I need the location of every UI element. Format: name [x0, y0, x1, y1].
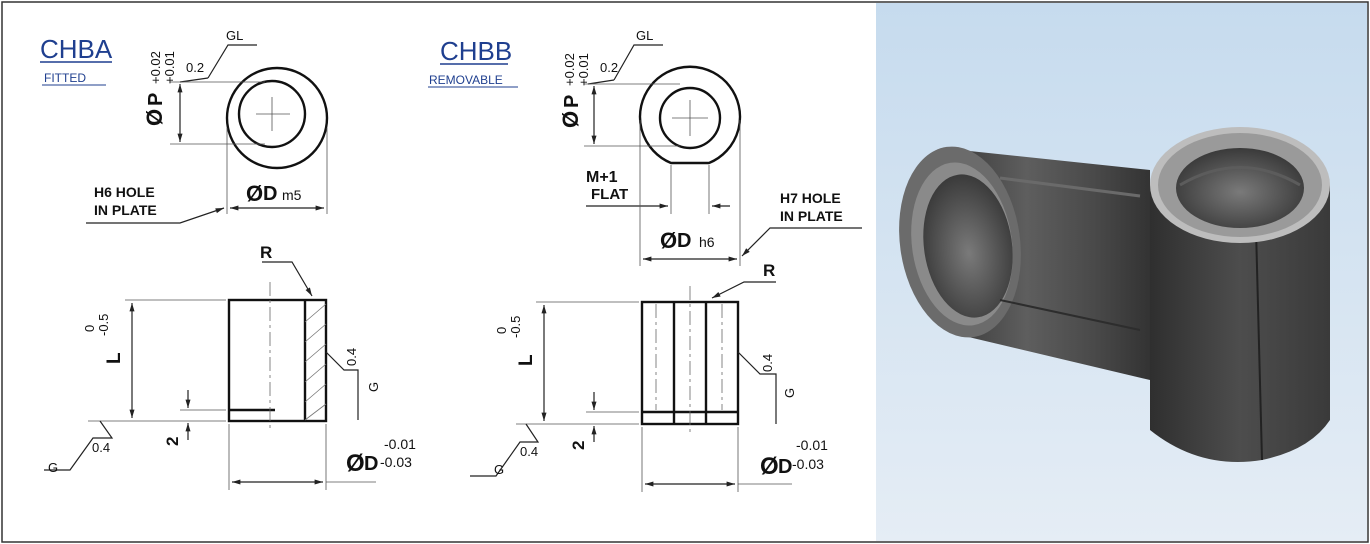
chba-bore-tol-upper: +0.02: [148, 51, 163, 84]
chbb-top-outer-circle: [638, 65, 742, 165]
chbb-finish-end-symbol: [470, 423, 540, 477]
chba-runout-leader-line: [179, 77, 209, 83]
chba-bore-label: P: [145, 93, 167, 106]
chba-side-body: [227, 298, 328, 423]
chbb-od-fit: h6: [699, 234, 715, 250]
chba-finish-side-symbol: [325, 351, 359, 420]
bushing-render-photo: [876, 3, 1367, 541]
chba-block: CHBA FITTED GL 0.2 Ø P +0.02 +0.01 Ø: [40, 28, 416, 490]
chbb-type: REMOVABLE: [429, 73, 503, 87]
chbb-bore-tol-lower: +0.01: [576, 53, 591, 86]
chba-step-label: 2: [163, 437, 182, 446]
chbb-length-label: L: [516, 354, 537, 366]
chbb-bore-symbol: Ø: [558, 111, 583, 128]
chbb-runout-ref: GL: [636, 28, 653, 43]
chbb-finish-end-value: 0.4: [520, 444, 538, 459]
chbb-finish-side-ref: G: [782, 388, 797, 398]
chba-od-label: D: [263, 183, 277, 205]
chba-od-fit: m5: [282, 187, 302, 203]
chba-code: CHBA: [40, 34, 113, 64]
chbb-finish-side-symbol: [737, 351, 777, 424]
chbb-od-bottom-symbol: Ø: [760, 453, 779, 480]
chba-finish-end-symbol: [44, 420, 114, 471]
chbb-od-tol-lower: -0.03: [792, 456, 824, 472]
chbb-length-tol-lower: -0.5: [508, 316, 523, 338]
chbb-finish-side-value: 0.4: [760, 354, 775, 372]
chba-runout-leader: [207, 44, 257, 79]
chba-finish-end-ref: G: [48, 460, 58, 475]
render-bushing-fitted: [899, 146, 1150, 380]
chba-hole-note-leader: [86, 207, 225, 224]
chbb-bore-label: P: [561, 95, 583, 108]
chba-radius-label: R: [260, 243, 272, 262]
render-bushing-removable: [1150, 127, 1330, 462]
chba-hole-note-1: H6 HOLE: [94, 184, 155, 200]
chbb-step-label: 2: [569, 441, 588, 450]
chba-od-tol-lower: -0.03: [380, 454, 412, 470]
chba-od-bottom-label: D: [364, 453, 378, 475]
chbb-length-tol-upper: 0: [494, 327, 509, 334]
chba-finish-side-ref: G: [366, 382, 381, 392]
chba-length-tol-upper: 0: [82, 325, 97, 332]
chba-bore-tol-lower: +0.01: [162, 51, 177, 84]
chba-type: FITTED: [44, 71, 86, 85]
chbb-radius-label: R: [763, 261, 775, 280]
chba-top-bore-circle: [237, 79, 307, 149]
chbb-finish-end-ref: G: [494, 462, 504, 477]
chbb-od-symbol: Ø: [660, 228, 677, 253]
chbb-od-tol-upper: -0.01: [796, 437, 828, 453]
chba-bore-symbol: Ø: [142, 109, 167, 126]
chbb-hole-note-2: IN PLATE: [780, 208, 843, 224]
chba-length-tol-lower: -0.5: [96, 314, 111, 336]
chba-runout-ref: GL: [226, 28, 243, 43]
chba-od-tol-upper: -0.01: [384, 436, 416, 452]
chbb-bore-tol-upper: +0.02: [562, 53, 577, 86]
chba-radius-leader: [262, 261, 313, 297]
chbb-top-bore-circle: [658, 86, 722, 150]
chbb-runout-leader-line: [587, 79, 615, 85]
chba-od-bottom-symbol: Ø: [346, 450, 365, 477]
chbb-radius-leader: [711, 281, 776, 299]
chba-top-outer-circle: [225, 66, 329, 170]
chbb-hole-note-1: H7 HOLE: [780, 190, 841, 206]
chba-finish-end-value: 0.4: [92, 440, 110, 455]
chba-length-label: L: [104, 352, 125, 364]
chbb-flat-label-2: FLAT: [591, 186, 628, 203]
chbb-flat-label-1: M+1: [586, 169, 618, 186]
chbb-block: CHBB REMOVABLE GL 0.2 Ø P +0.02 +0.01 M+…: [428, 28, 862, 492]
chbb-runout-leader: [613, 44, 663, 81]
chbb-runout-value: 0.2: [600, 60, 618, 75]
chba-runout-value: 0.2: [186, 60, 204, 75]
chbb-hole-note-leader: [741, 227, 862, 257]
chbb-od-label: D: [677, 230, 691, 252]
chba-finish-side-value: 0.4: [344, 348, 359, 366]
chbb-code: CHBB: [440, 36, 512, 66]
chbb-od-bottom-label: D: [778, 456, 792, 478]
chba-side-hatching: [304, 303, 327, 421]
chba-od-symbol: Ø: [246, 181, 263, 206]
chba-hole-note-2: IN PLATE: [94, 202, 157, 218]
